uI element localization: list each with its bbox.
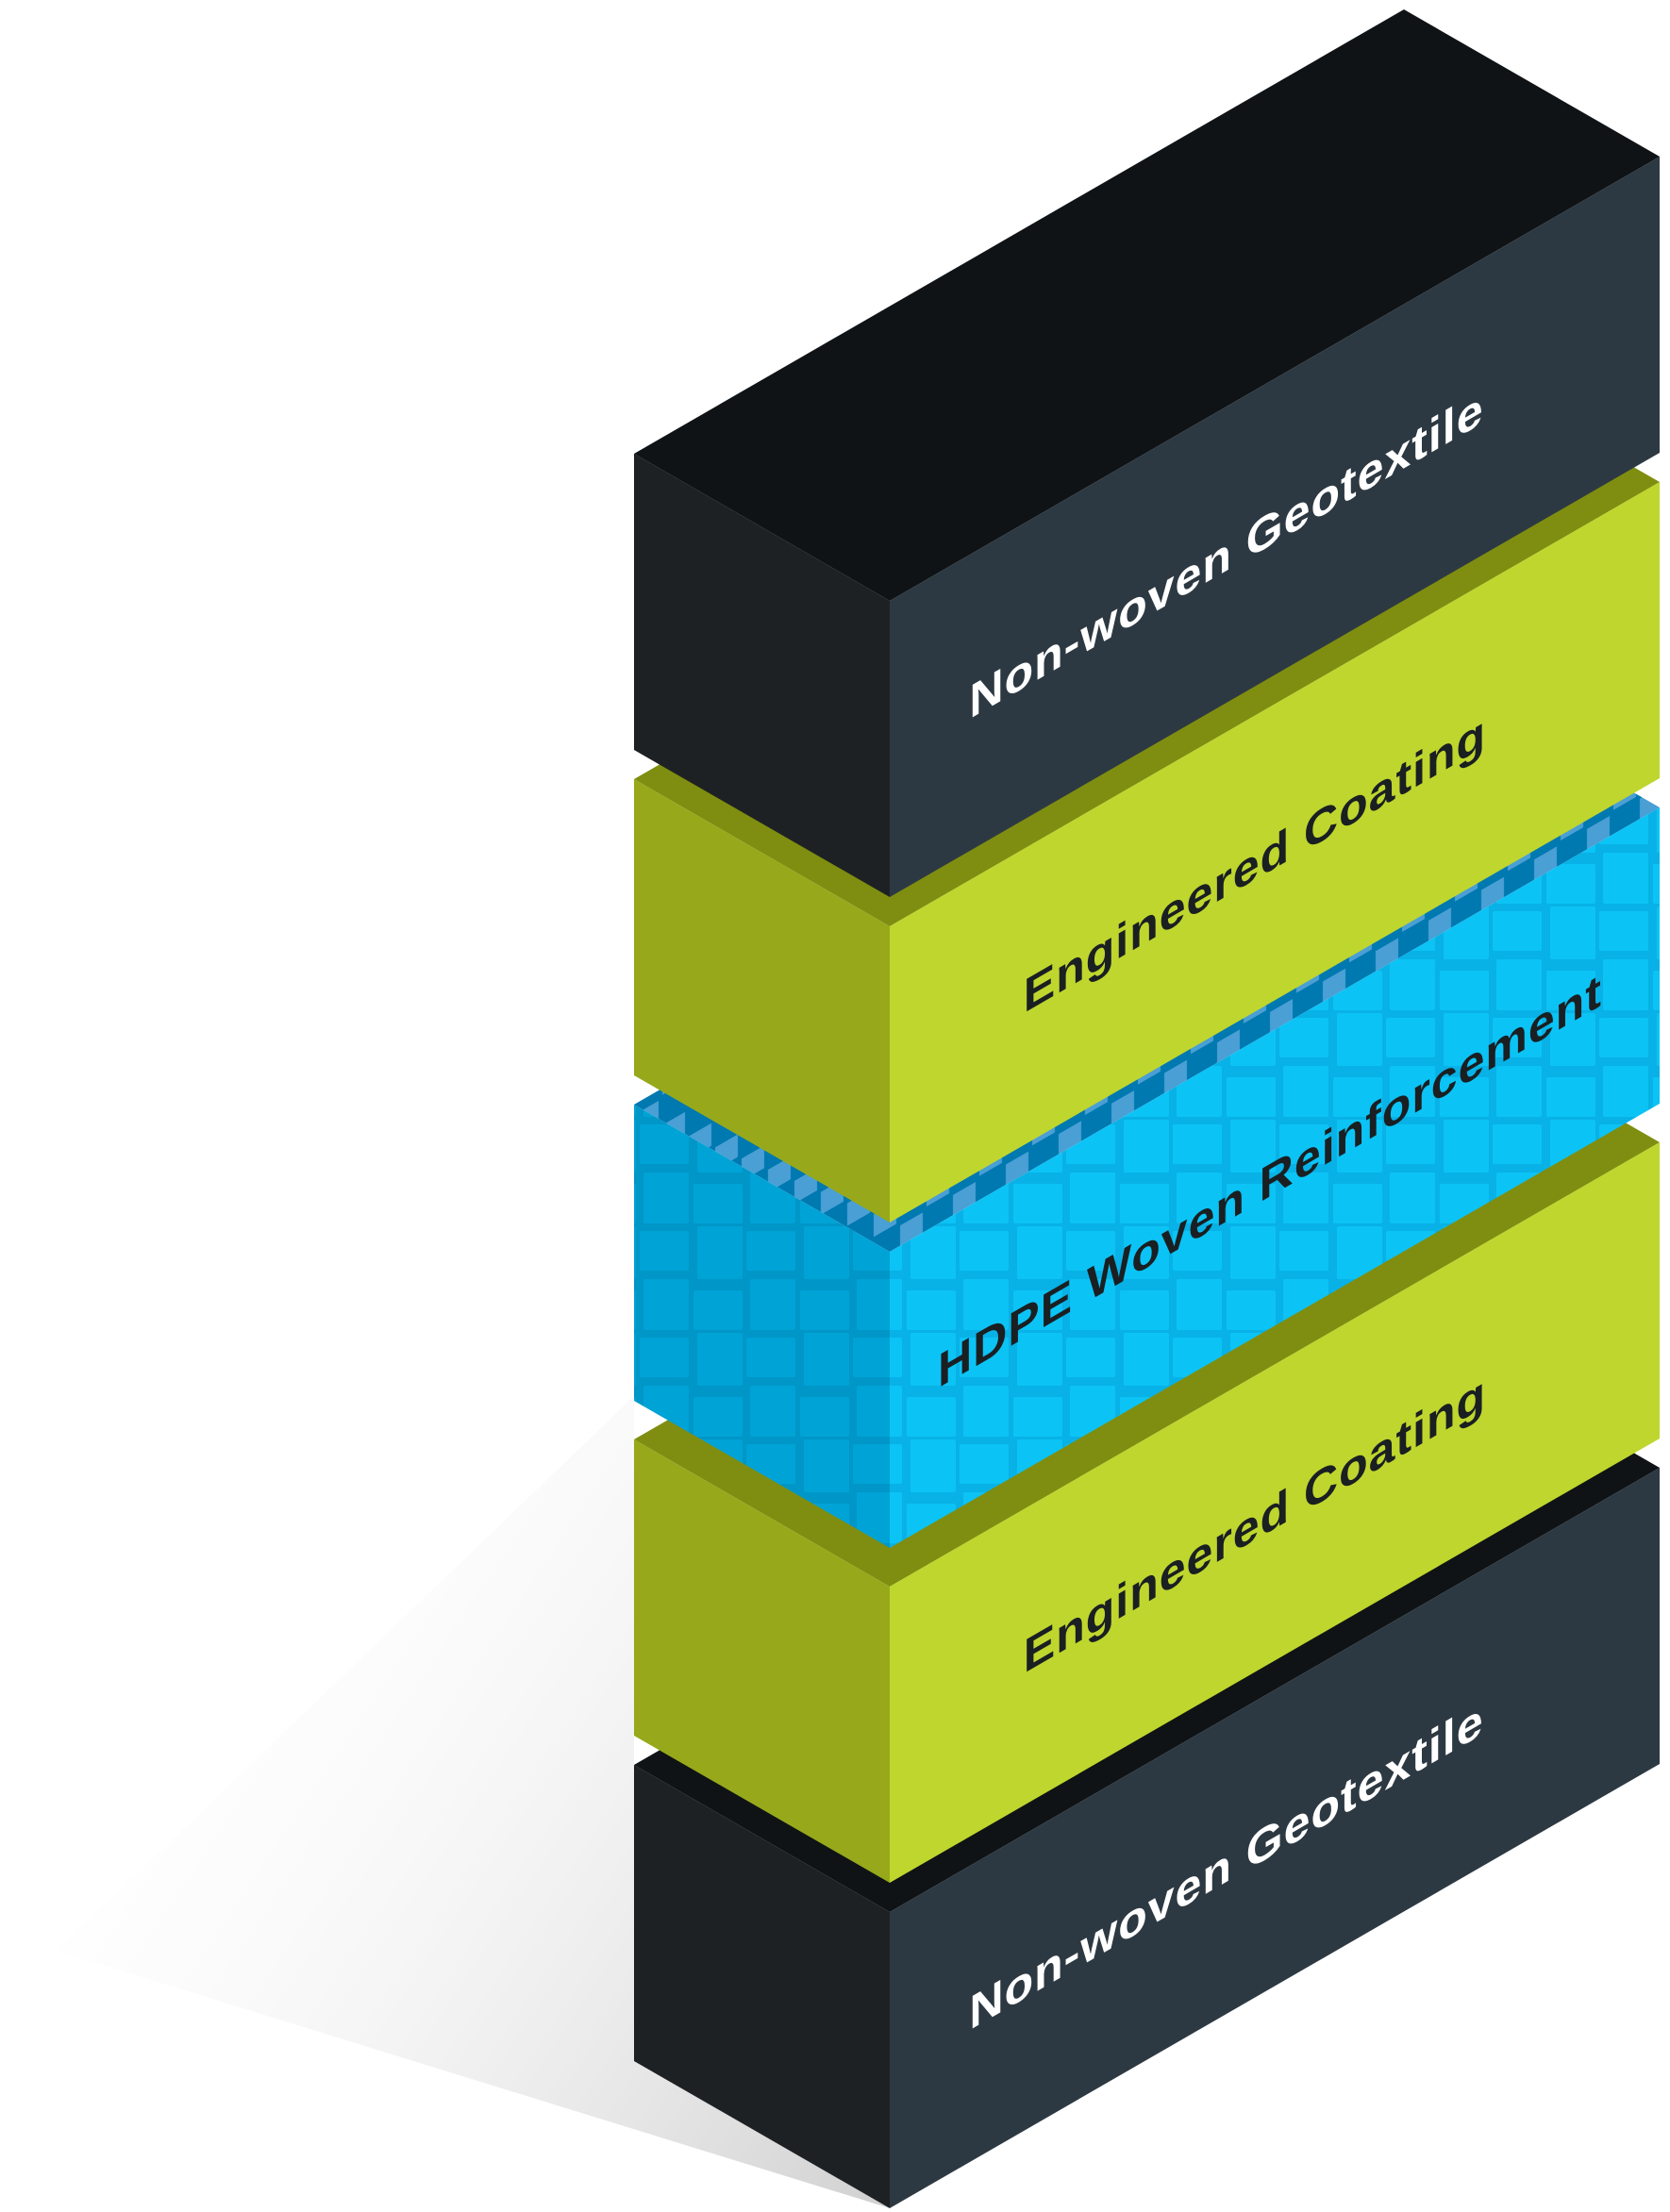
layer-right-face xyxy=(890,1142,1660,1883)
layer-right-face xyxy=(890,1468,1660,2208)
layer-left-face xyxy=(634,1105,890,1548)
layer-left-face xyxy=(634,1765,890,2208)
layer-right-face xyxy=(890,807,1660,1548)
layer-right-face xyxy=(890,482,1660,1222)
layer-right-face xyxy=(890,157,1660,897)
layer-top-face xyxy=(634,9,1660,601)
layer-top-geotextile: Non-woven Geotextile xyxy=(634,9,1660,897)
layer-left-face xyxy=(634,454,890,897)
layer-left-face xyxy=(634,779,890,1222)
drop-shadow xyxy=(57,1396,890,2208)
layer-left-face xyxy=(634,1439,890,1883)
